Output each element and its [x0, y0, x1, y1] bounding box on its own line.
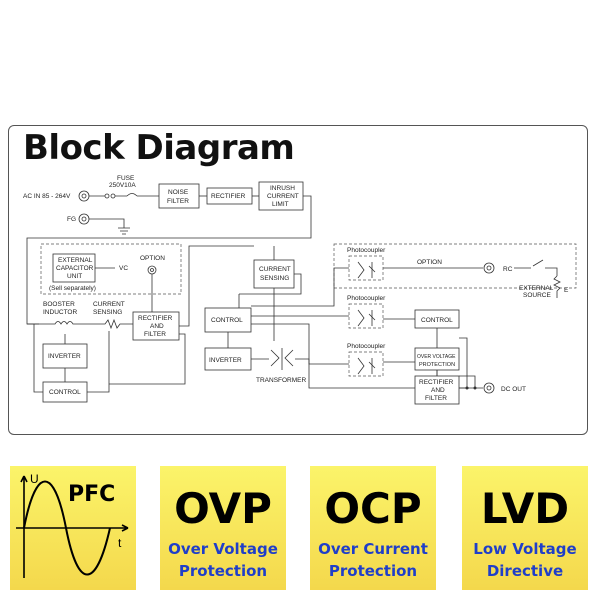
- ovp-label-2: PROTECTION: [419, 362, 455, 368]
- noise-filter-label-1: NOISE: [168, 189, 189, 196]
- rect-filter-left-1: RECTIFIER: [138, 315, 173, 322]
- sine-wave-icon: [16, 475, 129, 578]
- pfc-badge: U t PFC: [10, 466, 136, 590]
- ocp-subtitle-line-1: Over Current: [318, 540, 428, 558]
- panel-title: Block Diagram: [23, 128, 295, 168]
- rectifier-filter-right-box: [414, 375, 460, 405]
- vc-label: VC: [119, 265, 128, 272]
- pfc-t-axis-label: t: [118, 536, 122, 550]
- control-left-label: CONTROL: [49, 389, 81, 396]
- inverter-mid-label: INVERTER: [209, 357, 242, 364]
- option-right-label: OPTION: [417, 259, 442, 266]
- noise-filter-label-2: FILTER: [167, 198, 189, 205]
- lvd-badge: LVD Low Voltage Directive: [462, 466, 588, 590]
- ocp-subtitle-line-2: Protection: [328, 562, 418, 580]
- current-sensing-left-label-2: SENSING: [93, 309, 122, 316]
- lvd-subtitle-line-1: Low Voltage: [473, 540, 577, 558]
- booster-label-2: INDUCTOR: [43, 309, 77, 316]
- fg-label: FG: [67, 216, 76, 223]
- ocp-subtitle: Over Current Protection: [310, 538, 436, 582]
- lvd-subtitle: Low Voltage Directive: [462, 538, 588, 582]
- rect-filter-left-3: FILTER: [144, 331, 166, 338]
- booster-label-1: BOOSTER: [43, 301, 75, 308]
- current-sensing-left-label-1: CURRENT: [93, 301, 125, 308]
- transformer-symbol: [270, 348, 294, 370]
- photocoupler-2-symbol: [357, 309, 376, 327]
- control-right-label: CONTROL: [421, 317, 453, 324]
- dc-out-label: DC OUT: [501, 386, 526, 393]
- rectifier-label: RECTIFIER: [211, 193, 246, 200]
- photocoupler-2: [348, 303, 384, 329]
- current-sensing-mid-2: SENSING: [260, 275, 289, 282]
- photocoupler-1-symbol: [357, 261, 376, 279]
- external-capacitor-box: [52, 253, 96, 283]
- lvd-title: LVD: [480, 484, 570, 533]
- block-diagram-panel: Block Diagram AC IN 85 - 264V FUSE 250V1…: [8, 125, 588, 435]
- inrush-box: [258, 181, 304, 211]
- ovp-subtitle-line-2: Protection: [178, 562, 268, 580]
- fuse-label: FUSE: [117, 175, 135, 182]
- control-mid-label: CONTROL: [211, 317, 243, 324]
- external-source-label-2: SOURCE: [523, 292, 551, 299]
- option-right-region: [333, 243, 577, 289]
- inrush-label-1: INRUSH: [270, 185, 295, 192]
- inverter-left-label: INVERTER: [48, 353, 81, 360]
- rect-filter-right-2: AND: [431, 387, 445, 394]
- inrush-label-2: CURRENT: [267, 193, 299, 200]
- e-label: E: [564, 287, 569, 294]
- ovp-subtitle: Over Voltage Protection: [160, 538, 286, 582]
- rc-label: RC: [503, 266, 513, 273]
- fuse-rating: 250V10A: [109, 182, 136, 189]
- photocoupler-2-label: Photocoupler: [347, 295, 386, 302]
- rect-filter-left-2: AND: [150, 323, 164, 330]
- external-source-label-1: EXTERNAL: [519, 285, 554, 292]
- current-sensing-mid-1: CURRENT: [259, 266, 291, 273]
- rect-filter-right-3: FILTER: [425, 395, 447, 402]
- rect-filter-right-1: RECTIFIER: [419, 379, 454, 386]
- ovp-badge: OVP Over Voltage Protection: [160, 466, 286, 590]
- transformer-label: TRANSFORMER: [256, 377, 307, 384]
- pfc-u-axis-label: U: [30, 472, 39, 486]
- photocoupler-1-label: Photocoupler: [347, 247, 386, 254]
- current-sensing-mid-box: [253, 259, 295, 289]
- rc-switch-symbol: [514, 259, 561, 298]
- fuse-symbol: [126, 193, 138, 197]
- ovp-subtitle-line-1: Over Voltage: [168, 540, 278, 558]
- photocoupler-3: [348, 351, 384, 377]
- ground-symbol: [89, 218, 130, 235]
- ovp-title: OVP: [174, 484, 272, 533]
- block-diagram: AC IN 85 - 264V FUSE 250V10A FG NOISE FI…: [23, 175, 577, 405]
- booster-inductor-symbol: [27, 318, 133, 330]
- ext-cap-label-2: CAPACITOR: [56, 265, 94, 272]
- rectifier-filter-left-box: [132, 311, 180, 341]
- photocoupler-3-symbol: [357, 357, 376, 375]
- ext-cap-label-3: UNIT: [67, 273, 82, 280]
- ext-cap-label-1: EXTERNAL: [58, 257, 93, 264]
- ocp-title: OCP: [324, 484, 422, 533]
- inrush-label-3: LIMIT: [272, 201, 289, 208]
- lvd-subtitle-line-2: Directive: [486, 562, 564, 580]
- ovp-label-1: OVER VOLTAGE: [417, 354, 456, 360]
- photocoupler-1: [348, 255, 384, 281]
- ocp-badge: OCP Over Current Protection: [310, 466, 436, 590]
- pfc-title: PFC: [68, 482, 116, 507]
- photocoupler-3-label: Photocoupler: [347, 343, 386, 350]
- external-capacitor-region: [40, 243, 182, 295]
- sold-separately-label: (Sell separately): [49, 285, 96, 292]
- ac-in-label: AC IN 85 - 264V: [23, 193, 71, 200]
- option-left-label: OPTION: [140, 255, 165, 262]
